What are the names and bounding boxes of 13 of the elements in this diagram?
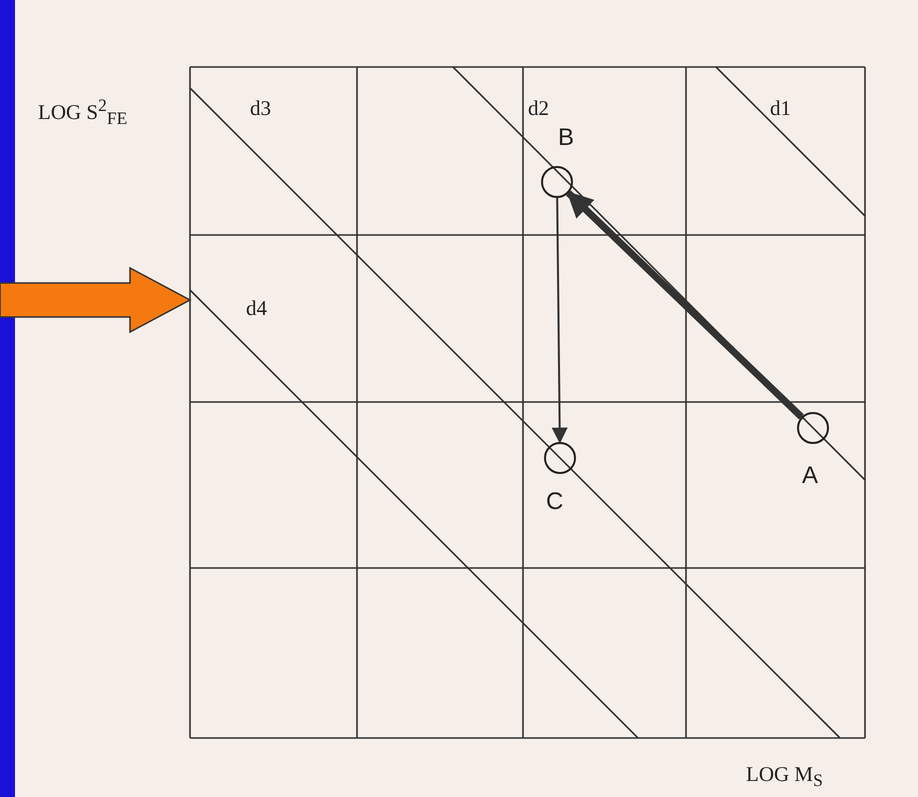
line-label: d2 xyxy=(528,96,549,121)
axis-label: LOG M$_{S}$ xyxy=(746,762,823,792)
line-label: d4 xyxy=(246,296,267,321)
point-label: B xyxy=(558,124,574,152)
arrow xyxy=(552,198,568,444)
point-circle xyxy=(541,166,573,198)
point-label: A xyxy=(802,462,818,490)
point-label: C xyxy=(546,488,564,516)
line-label: d1 xyxy=(770,96,791,121)
point-circle xyxy=(544,442,576,474)
arrow xyxy=(566,190,804,420)
point-circle xyxy=(797,412,829,444)
line-label: d3 xyxy=(250,96,271,121)
